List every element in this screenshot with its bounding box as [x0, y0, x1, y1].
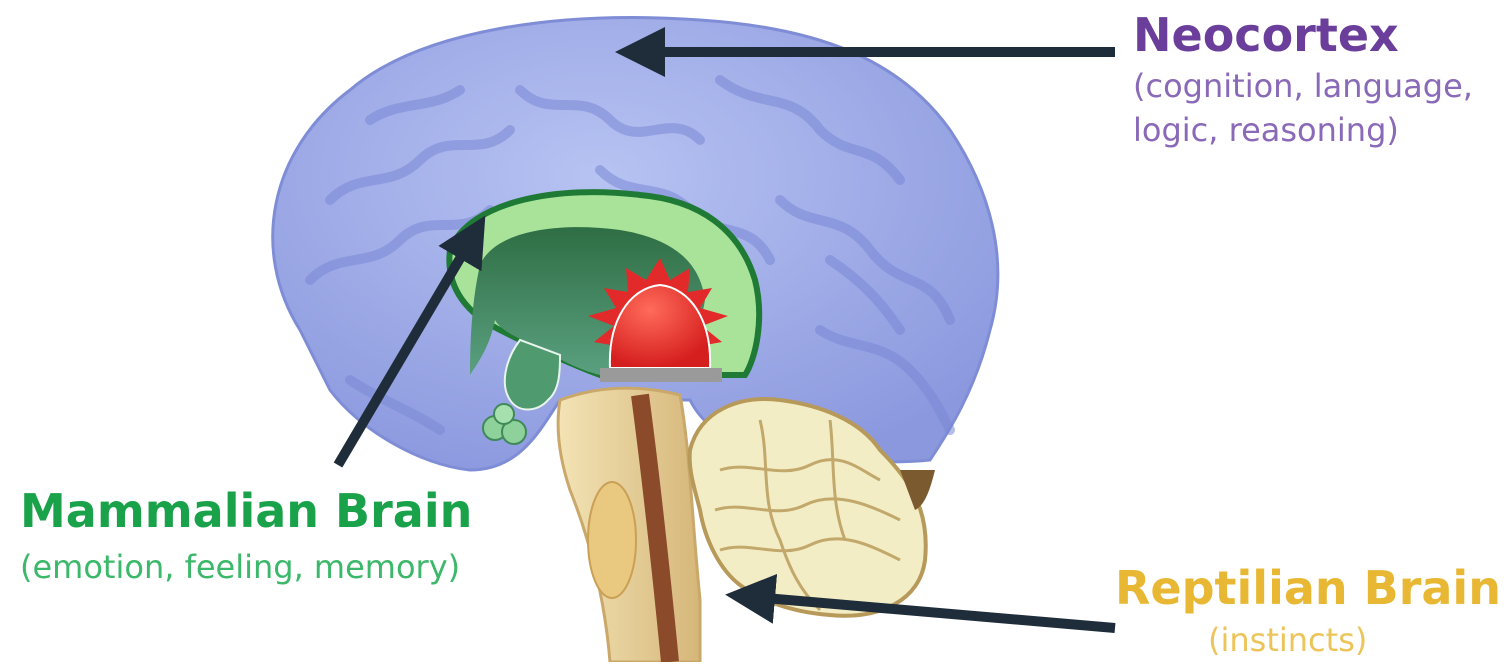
neocortex-title: Neocortex	[1133, 12, 1399, 58]
neocortex-subtitle-line1: (cognition, language,	[1133, 64, 1473, 108]
reptilian-title: Reptilian Brain	[1115, 565, 1501, 611]
neocortex-subtitle-line2: logic, reasoning)	[1133, 108, 1473, 152]
mammalian-title: Mammalian Brain	[20, 488, 472, 534]
neocortex-subtitle: (cognition, language, logic, reasoning)	[1133, 64, 1473, 152]
mammalian-subtitle: (emotion, feeling, memory)	[20, 545, 460, 589]
pons	[588, 482, 636, 598]
reptilian-subtitle: (instincts)	[1208, 618, 1367, 662]
